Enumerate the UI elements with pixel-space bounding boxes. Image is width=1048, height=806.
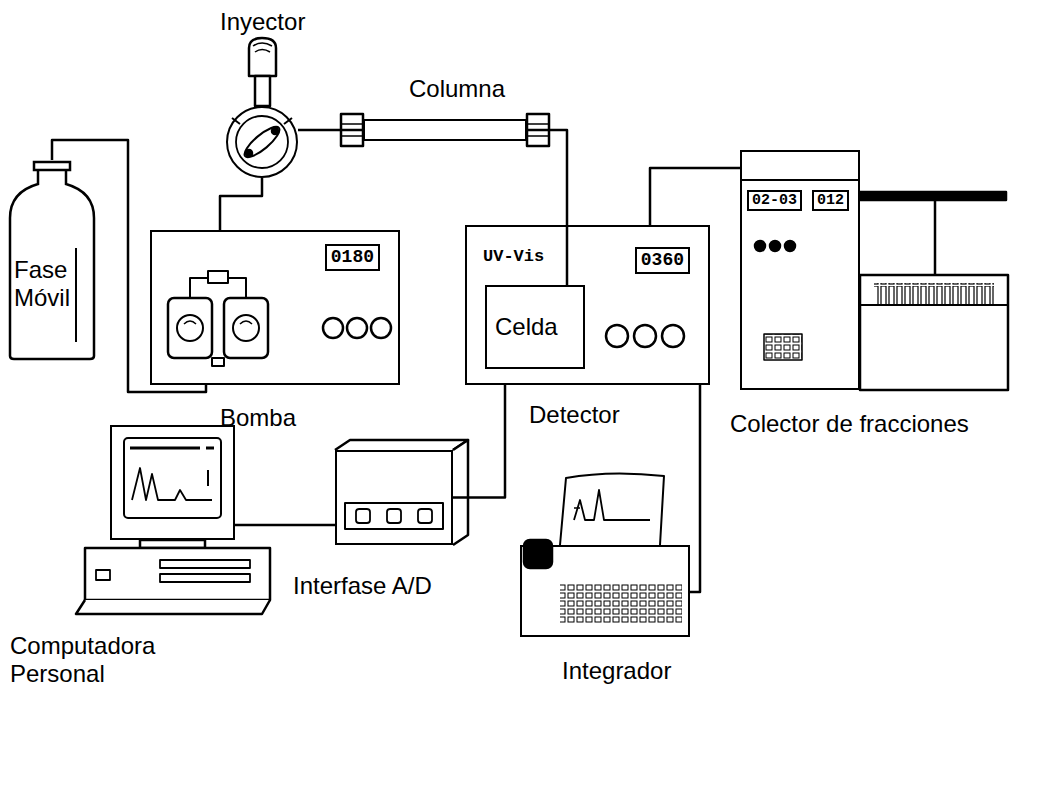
column-tube: Columna — [363, 119, 527, 141]
detector-unit: CeldaUV-Vis0360Detector — [465, 225, 710, 385]
pump-unit: 0180Bomba — [150, 230, 400, 385]
interface-casing — [335, 440, 468, 545]
cell-label: Celda — [495, 313, 558, 341]
connector-line — [235, 524, 335, 527]
bottle-label: Fase Móvil — [14, 256, 90, 311]
computer-monitor: Computadora Personal — [110, 425, 235, 540]
connector-line — [220, 178, 262, 230]
integrator-label: Integrador — [562, 657, 671, 685]
injector-valve: Inyector — [226, 106, 298, 178]
connector-line — [650, 168, 740, 225]
injector-rotor — [232, 116, 292, 168]
detector-label: Detector — [529, 401, 620, 429]
injector-label: Inyector — [220, 8, 305, 36]
connector-line — [298, 129, 363, 132]
connector-line — [453, 385, 505, 498]
collector-display: 02-03 — [747, 190, 802, 211]
interface-label: Interfase A/D — [293, 572, 432, 600]
bottle-path — [10, 162, 94, 359]
mobile-phase-bottle: Fase Móvil — [8, 160, 96, 360]
injector-knob — [249, 38, 276, 106]
detector-display: 0360 — [635, 247, 690, 274]
computer-label: Computadora Personal — [10, 632, 166, 687]
pump-label: Bomba — [220, 404, 296, 432]
connector-line — [690, 385, 700, 592]
fraction-collector: 02-03012Colector de fracciones — [740, 150, 860, 390]
integrator-printer — [524, 473, 682, 624]
collector-display: 012 — [812, 190, 849, 211]
bottle-highlight — [75, 248, 77, 342]
flow-cell: Celda — [485, 285, 585, 369]
column-fittings — [341, 114, 549, 146]
collector-details — [740, 180, 1008, 390]
connector-line — [52, 140, 206, 392]
pump-display: 0180 — [325, 244, 380, 271]
collector-label: Colector de fracciones — [730, 410, 969, 438]
integrator: Integrador — [520, 545, 690, 637]
pump-heads — [168, 271, 268, 366]
detector-buttons — [606, 325, 684, 347]
ad-interface: Interfase A/D — [335, 450, 453, 545]
detector-type: UV-Vis — [483, 247, 544, 267]
pump-buttons — [323, 318, 391, 338]
column-label: Columna — [409, 75, 505, 103]
